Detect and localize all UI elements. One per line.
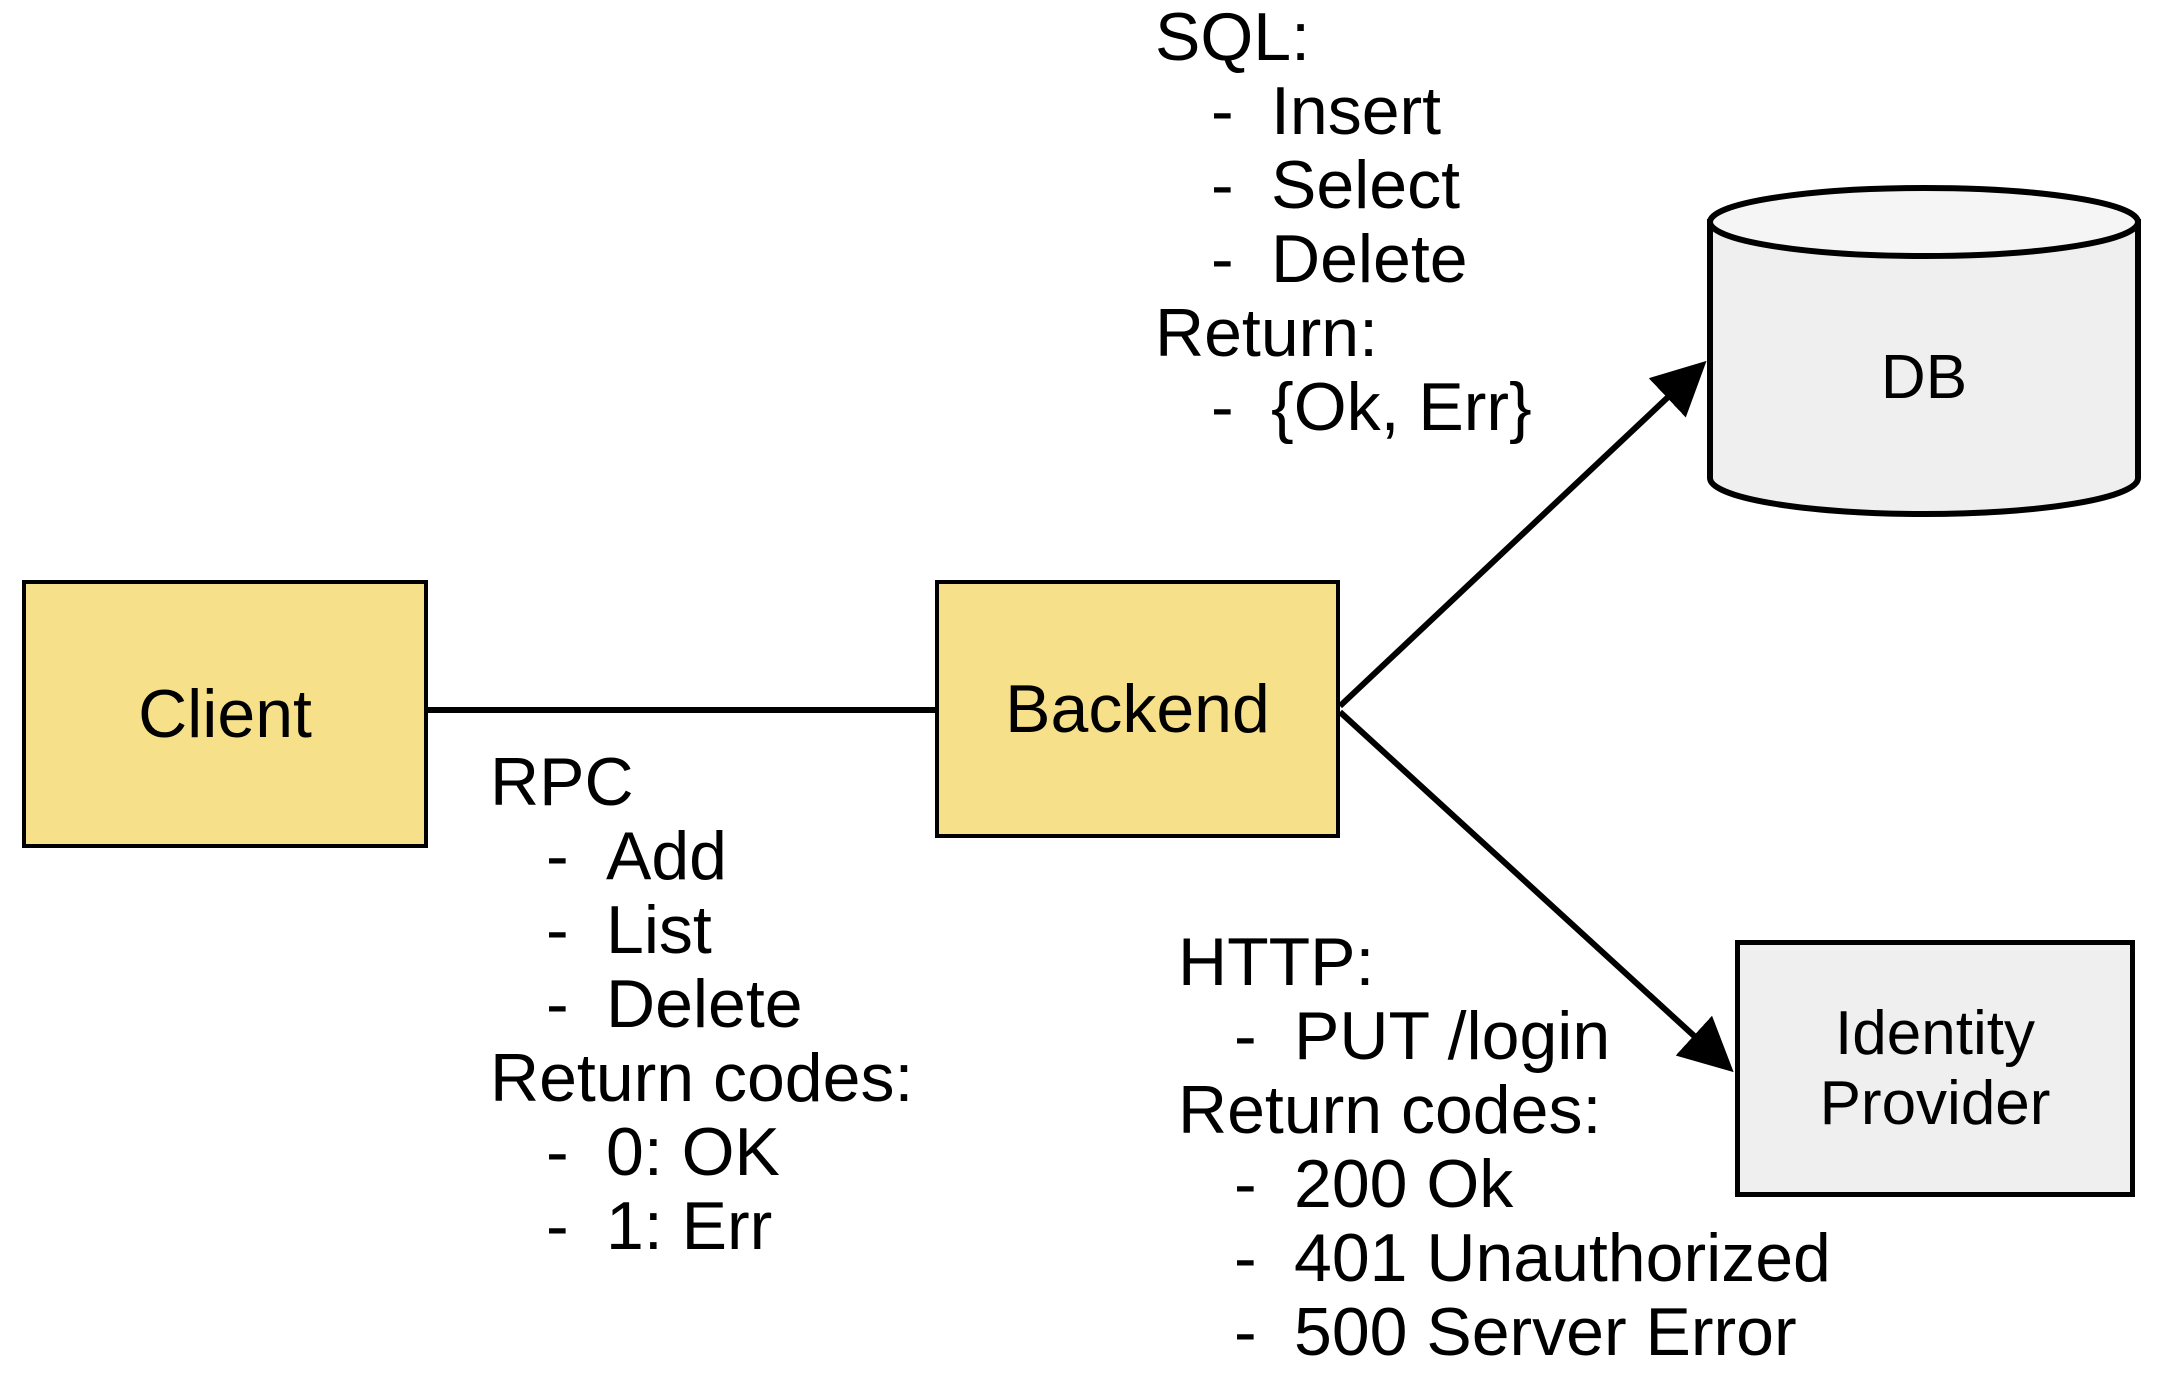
annotation-rpc-header: RPC — [490, 744, 634, 820]
annotation-http-item-text: PUT /login — [1294, 998, 1611, 1074]
annotation-sql-item-text: Delete — [1271, 221, 1468, 297]
annotation-sql-header: SQL: — [1155, 0, 1310, 75]
node-db-label: DB — [1880, 343, 1968, 412]
bullet-dash-icon: - — [1211, 73, 1234, 149]
annotation-rpc-subitem: -1: Err — [490, 1189, 913, 1263]
annotation-rpc-item: -Delete — [490, 967, 913, 1041]
annotation-http-subitem: -500 Server Error — [1178, 1295, 1831, 1369]
node-identity-provider-label-line2: Provider — [1819, 1068, 2051, 1138]
annotation-sql-item-text: Select — [1271, 147, 1460, 223]
edge-backend-to-db — [1337, 360, 1707, 709]
node-identity-provider-label-line1: Identity — [1835, 999, 2035, 1069]
annotation-http: HTTP: -PUT /login Return codes: -200 Ok … — [1178, 925, 1831, 1369]
annotation-sql-subheader: Return: — [1155, 295, 1378, 371]
bullet-dash-icon: - — [1211, 147, 1234, 223]
bullet-dash-icon: - — [546, 892, 569, 968]
annotation-rpc-item: -List — [490, 893, 913, 967]
annotation-http-subitem: -200 Ok — [1178, 1147, 1831, 1221]
db-cylinder-shape — [1707, 185, 2141, 517]
node-backend-label: Backend — [1005, 670, 1270, 747]
annotation-http-subitem-text: 401 Unauthorized — [1294, 1220, 1831, 1296]
annotation-http-header: HTTP: — [1178, 924, 1375, 1000]
bullet-dash-icon: - — [1234, 998, 1257, 1074]
bullet-dash-icon: - — [546, 1114, 569, 1190]
bullet-dash-icon: - — [546, 966, 569, 1042]
annotation-sql-item: -Insert — [1155, 74, 1532, 148]
annotation-sql-item-text: Insert — [1271, 73, 1442, 149]
node-backend[interactable]: Backend — [935, 580, 1340, 838]
annotation-rpc-item-text: Add — [606, 818, 727, 894]
annotation-rpc-item: -Add — [490, 819, 913, 893]
bullet-dash-icon: - — [1211, 221, 1234, 297]
edge-backend-to-idp — [1337, 709, 1734, 1073]
annotation-rpc-subitem-text: 0: OK — [606, 1114, 780, 1190]
annotation-http-subheader: Return codes: — [1178, 1072, 1602, 1148]
annotation-http-subitem: -401 Unauthorized — [1178, 1221, 1831, 1295]
node-client[interactable]: Client — [22, 580, 428, 848]
annotation-rpc-item-text: Delete — [606, 966, 803, 1042]
annotation-http-subitem-text: 500 Server Error — [1294, 1294, 1797, 1370]
annotation-sql-item: -Delete — [1155, 222, 1532, 296]
annotation-http-subitem-text: 200 Ok — [1294, 1146, 1514, 1222]
annotation-rpc-subitem-text: 1: Err — [606, 1188, 773, 1264]
node-identity-provider-label: Identity Provider — [1820, 999, 2051, 1138]
annotation-rpc-item-text: List — [606, 892, 712, 968]
bullet-dash-icon: - — [1211, 369, 1234, 445]
node-db[interactable]: DB — [1706, 188, 2142, 518]
bullet-dash-icon: - — [546, 818, 569, 894]
bullet-dash-icon: - — [1234, 1220, 1257, 1296]
annotation-sql-subitem: -{Ok, Err} — [1155, 370, 1532, 444]
annotation-sql-item: -Select — [1155, 148, 1532, 222]
node-client-label: Client — [138, 675, 312, 752]
annotation-http-item: -PUT /login — [1178, 999, 1831, 1073]
annotation-sql-subitem-text: {Ok, Err} — [1271, 369, 1532, 445]
annotation-rpc-subheader: Return codes: — [490, 1040, 914, 1116]
node-identity-provider[interactable]: Identity Provider — [1735, 940, 2135, 1197]
bullet-dash-icon: - — [1234, 1146, 1257, 1222]
annotation-rpc: RPC -Add -List -Delete Return codes: -0:… — [490, 745, 913, 1263]
bullet-dash-icon: - — [1234, 1294, 1257, 1370]
annotation-rpc-subitem: -0: OK — [490, 1115, 913, 1189]
annotation-sql: SQL: -Insert -Select -Delete Return: -{O… — [1155, 0, 1532, 444]
bullet-dash-icon: - — [546, 1188, 569, 1264]
